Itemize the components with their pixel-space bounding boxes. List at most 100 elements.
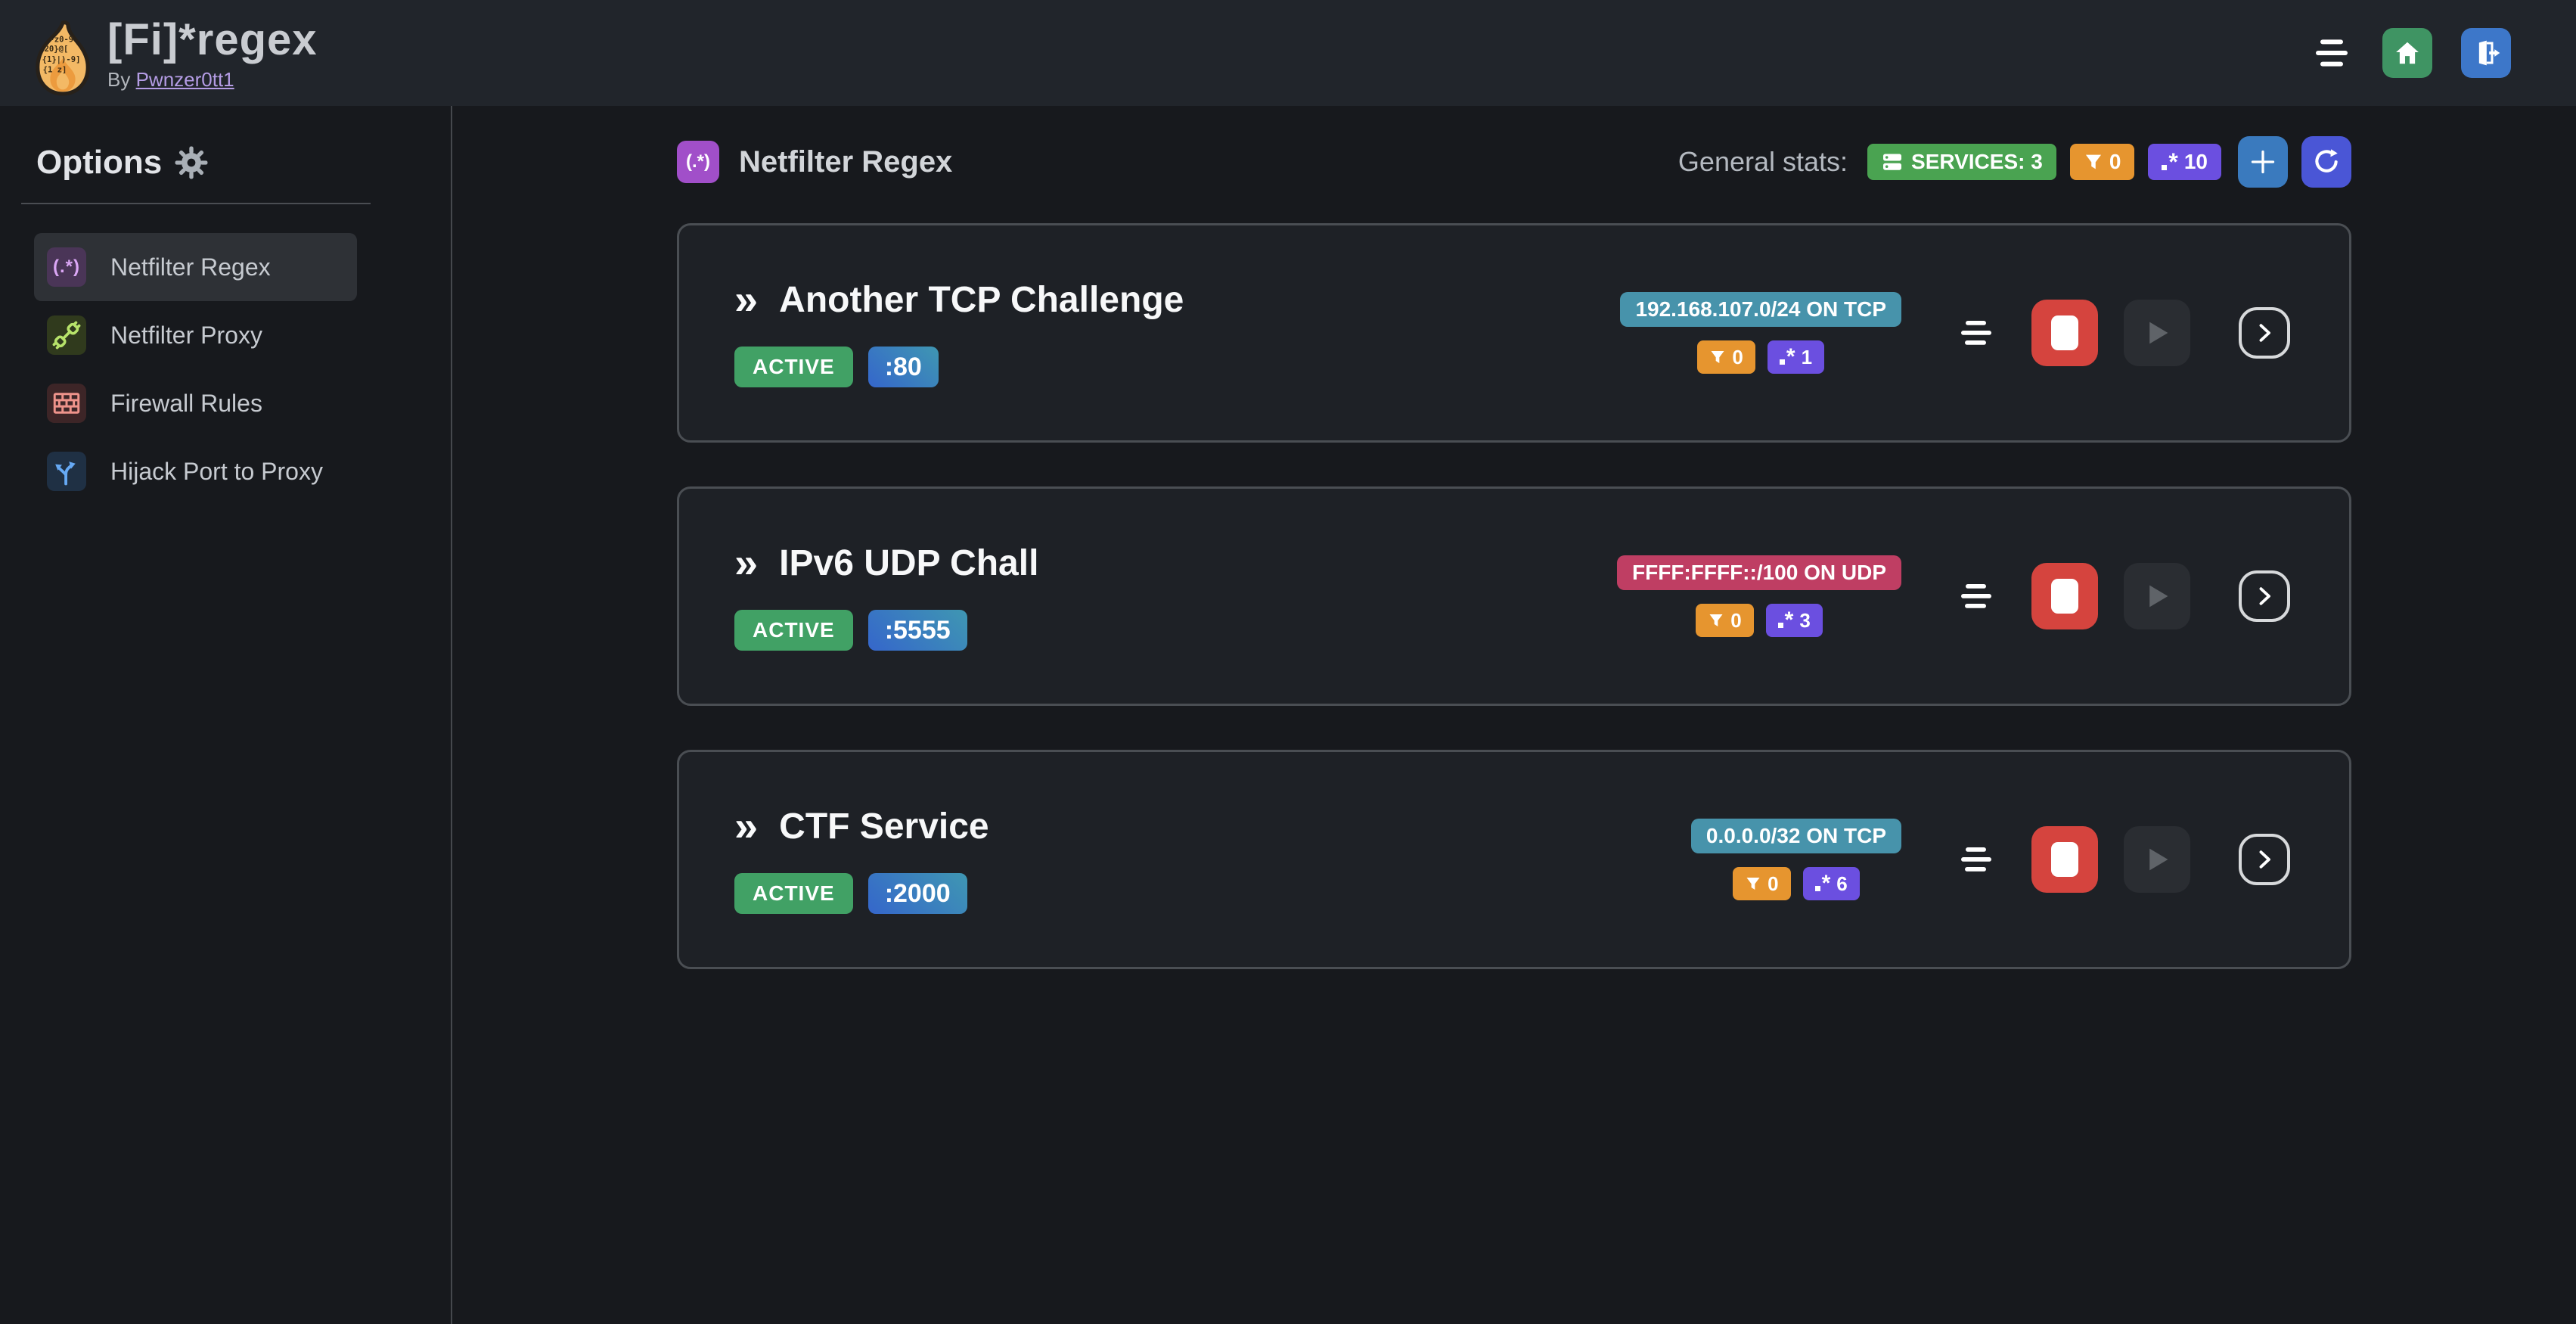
fork-arrows-icon [47, 452, 86, 491]
stop-icon [2051, 842, 2078, 877]
sidebar-divider [21, 203, 371, 204]
service-menu-button[interactable] [1956, 318, 1997, 348]
byline: By Pwnzer0tt1 [107, 68, 318, 92]
home-icon [2396, 42, 2419, 64]
start-service-button[interactable] [2124, 300, 2190, 366]
section-title: Netfilter Regex [739, 145, 953, 179]
svg-text:{1}|)-9]: {1}|)-9] [42, 55, 81, 64]
filtered-count-badge: 0 [1697, 340, 1755, 374]
chevron-right-icon [2259, 324, 2270, 342]
status-badge: ACTIVE [734, 610, 853, 651]
regex-icon [1814, 885, 1820, 891]
regex-count-badge: * 10 [2148, 144, 2221, 180]
cidr-badge: FFFF:FFFF::/100 ON UDP [1617, 555, 1901, 590]
stop-icon [2051, 315, 2078, 350]
double-chevron-icon: » [734, 802, 759, 850]
svg-text:-z0-9: -z0-9 [49, 36, 73, 45]
stop-service-button[interactable] [2031, 300, 2098, 366]
flame-logo-icon: -z0-9 20}@[ {1}|)-9] {1 z] [36, 20, 90, 96]
start-service-button[interactable] [2124, 563, 2190, 629]
play-icon [2149, 585, 2168, 608]
list-icon [1961, 584, 1991, 608]
bricks-icon [47, 384, 86, 423]
service-card-list: » Another TCP Challenge ACTIVE :80 192.1… [677, 223, 2351, 969]
regex-count-badge: * 1 [1767, 340, 1825, 374]
options-title: Options [36, 144, 163, 181]
regex-icon [1777, 622, 1783, 628]
brand-text: [Fi]*regex By Pwnzer0tt1 [107, 14, 318, 92]
service-net-badges: FFFF:FFFF::/100 ON UDP 0 * 3 [1617, 555, 1901, 637]
author-link[interactable]: Pwnzer0tt1 [135, 68, 234, 91]
filtered-count-badge: 0 [1733, 867, 1791, 900]
service-net-badges: 0.0.0.0/32 ON TCP 0 * 6 [1690, 819, 1901, 900]
expand-service-button[interactable] [2239, 307, 2290, 359]
services-count-badge: SERVICES: 3 [1867, 144, 2056, 180]
double-chevron-icon: » [734, 539, 759, 586]
svg-text:{1 z]: {1 z] [43, 66, 67, 75]
service-menu-button[interactable] [1956, 844, 1997, 875]
regex-icon [1779, 359, 1785, 365]
app-title: [Fi]*regex [107, 15, 318, 64]
funnel-icon [1711, 351, 1724, 363]
list-icon [1961, 321, 1991, 345]
regex-icon: (.*) [47, 247, 86, 287]
service-name: IPv6 UDP Chall [779, 542, 1039, 583]
regex-section-icon: (.*) [677, 141, 719, 183]
logout-button[interactable] [2461, 28, 2511, 78]
refresh-icon [2315, 149, 2338, 172]
stop-service-button[interactable] [2031, 563, 2098, 629]
server-icon [1883, 154, 1902, 170]
home-button[interactable] [2382, 28, 2432, 78]
stop-service-button[interactable] [2031, 826, 2098, 893]
service-controls: FFFF:FFFF::/100 ON UDP 0 * 3 [1617, 555, 2290, 637]
funnel-icon [1709, 614, 1723, 626]
list-icon [2316, 39, 2348, 67]
service-card: » CTF Service ACTIVE :2000 0.0.0.0/32 ON… [677, 750, 2351, 969]
service-menu-button[interactable] [1956, 581, 1997, 611]
service-info: » CTF Service ACTIVE :2000 [734, 805, 989, 914]
sidebar-item-label: Hijack Port to Proxy [110, 457, 323, 485]
refresh-button[interactable] [2301, 136, 2351, 188]
service-info: » Another TCP Challenge ACTIVE :80 [734, 278, 1184, 387]
cidr-badge: 0.0.0.0/32 ON TCP [1690, 819, 1901, 853]
sidebar-item-netfilter-regex[interactable]: (.*) Netfilter Regex [34, 233, 357, 301]
funnel-icon [1746, 878, 1760, 890]
brand: -z0-9 20}@[ {1}|)-9] {1 z] [Fi]*regex By… [30, 8, 318, 98]
sidebar: Options (.*) [0, 106, 452, 1324]
main-layout: Options (.*) [0, 106, 2576, 1324]
service-card: » Another TCP Challenge ACTIVE :80 192.1… [677, 223, 2351, 443]
sidebar-item-hijack-port[interactable]: Hijack Port to Proxy [34, 437, 357, 505]
add-service-button[interactable] [2238, 136, 2288, 188]
sidebar-nav: (.*) Netfilter Regex Netfilter Prox [34, 233, 357, 505]
sidebar-item-firewall-rules[interactable]: Firewall Rules [34, 369, 357, 437]
topbar: -z0-9 20}@[ {1}|)-9] {1 z] [Fi]*regex By… [0, 0, 2576, 106]
service-controls: 0.0.0.0/32 ON TCP 0 * 6 [1690, 819, 2290, 900]
regex-count-badge: * 3 [1765, 604, 1823, 637]
menu-list-icon[interactable] [2310, 36, 2354, 70]
logout-door-icon [2478, 40, 2500, 66]
chevron-right-icon [2259, 587, 2270, 605]
sidebar-item-label: Netfilter Regex [110, 253, 271, 281]
chevron-right-icon [2259, 850, 2270, 869]
topbar-actions [2310, 28, 2511, 78]
byline-prefix: By [107, 68, 131, 91]
port-badge: :2000 [867, 873, 967, 914]
sidebar-item-label: Firewall Rules [110, 389, 262, 417]
play-icon [2149, 848, 2168, 871]
general-stats: General stats: SERVICES: 3 [1678, 136, 2351, 188]
start-service-button[interactable] [2124, 826, 2190, 893]
service-name: CTF Service [779, 806, 989, 847]
port-badge: :80 [867, 347, 939, 387]
sidebar-item-netfilter-proxy[interactable]: Netfilter Proxy [34, 301, 357, 369]
expand-service-button[interactable] [2239, 570, 2290, 622]
content-header: (.*) Netfilter Regex General stats: SERV… [677, 136, 2351, 188]
expand-service-button[interactable] [2239, 834, 2290, 885]
regex-count-badge: * 6 [1802, 867, 1860, 900]
service-controls: 192.168.107.0/24 ON TCP 0 * 1 [1620, 292, 2290, 374]
filtered-count-badge: 0 [2069, 144, 2135, 180]
service-card: » IPv6 UDP Chall ACTIVE :5555 FFFF:FFFF:… [677, 486, 2351, 706]
double-chevron-icon: » [734, 275, 759, 323]
list-icon [1961, 847, 1991, 872]
plus-icon [2251, 150, 2275, 174]
plug-icon [47, 315, 86, 355]
